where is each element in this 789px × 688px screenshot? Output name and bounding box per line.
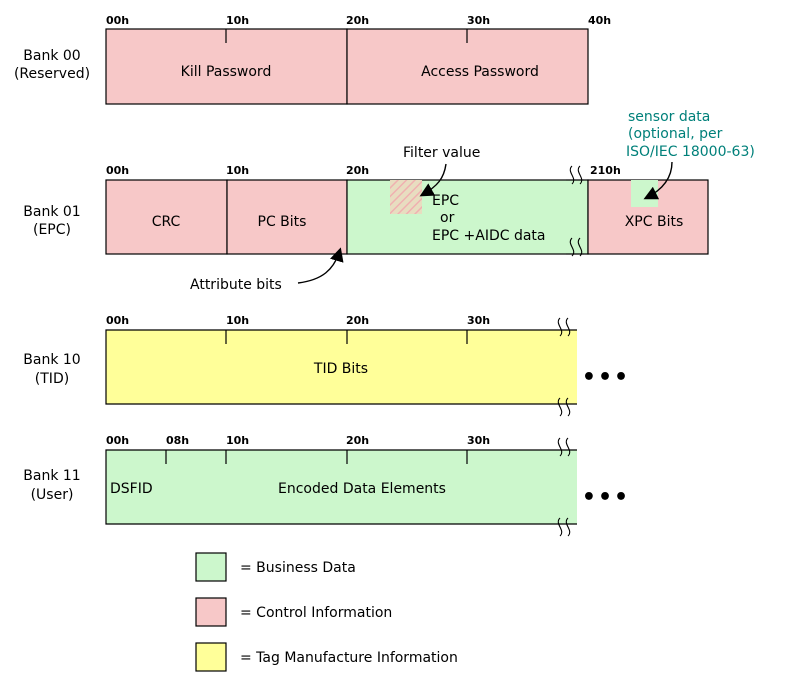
bank-00-tick: 30h [467, 14, 490, 27]
xpc-bits-label: XPC Bits [625, 214, 684, 230]
attribute-bits-arrow [297, 247, 344, 284]
crc-field [105, 179, 228, 255]
bank-01-sub: (EPC) [33, 222, 71, 238]
tid-field-border [105, 329, 577, 405]
legend-control-label: = Control Information [240, 605, 392, 621]
pc-bits-label: PC Bits [258, 214, 307, 230]
break-symbol [557, 517, 571, 537]
bank-01-tick: 10h [226, 164, 249, 177]
bank-11-sub: (User) [31, 487, 74, 503]
bank-01-tick: 00h [106, 164, 129, 177]
legend-swatch-tag [195, 642, 227, 672]
legend-business-label: = Business Data [240, 560, 356, 576]
bank-10-tick: 20h [346, 314, 369, 327]
bank-11-tick: 20h [346, 434, 369, 447]
epc-or-label: or [440, 210, 455, 226]
bank-10-tick: 10h [226, 314, 249, 327]
dsfid-label: DSFID [110, 481, 153, 497]
bank-00-tick: 20h [346, 14, 369, 27]
break-symbol [557, 317, 571, 337]
epc-label: EPC [432, 193, 459, 209]
filter-value-arrow [419, 163, 447, 197]
bank-11-tick: 08h [166, 434, 189, 447]
break-symbol [557, 397, 571, 417]
bank-10-tick: 30h [467, 314, 490, 327]
bank-00: Bank 00 (Reserved) 00h 10h 20h 30h 40h K… [14, 14, 611, 105]
bank-11-tick: 00h [106, 434, 129, 447]
crc-label: CRC [152, 214, 181, 230]
legend: = Business Data = Control Information = … [195, 552, 458, 672]
bank-00-tick: 00h [106, 14, 129, 27]
bank-10: Bank 10 (TID) 00h 10h 20h 30h TID Bits •… [23, 314, 630, 417]
bank-11-name: Bank 11 [23, 468, 80, 484]
sensor-data-annotation: sensor data [628, 109, 710, 125]
tid-bits-label: TID Bits [313, 361, 368, 377]
bank-11: Bank 11 (User) 00h 08h 10h 20h 30h DSFID… [23, 434, 630, 537]
bank-01-tick: 20h [346, 164, 369, 177]
filter-value-area [390, 180, 422, 214]
legend-swatch-control [195, 597, 227, 627]
user-data-field [106, 450, 577, 524]
tid-bits-field [106, 330, 577, 404]
continuation-ellipsis: ••• [582, 485, 630, 510]
sensor-data-annotation: (optional, per [628, 126, 723, 142]
bank-01-name: Bank 01 [23, 204, 80, 220]
user-field-border [105, 449, 577, 525]
bank-11-tick: 30h [467, 434, 490, 447]
filter-value-annotation: Filter value [403, 145, 480, 161]
break-gap-fill [566, 180, 584, 254]
sensor-data-arrow [643, 161, 673, 200]
encoded-data-label: Encoded Data Elements [278, 481, 446, 497]
access-password-label: Access Password [421, 64, 539, 80]
bank-00-name: Bank 00 [23, 48, 80, 64]
sensor-data-annotation: ISO/IEC 18000-63) [626, 144, 755, 160]
bank-00-tick: 40h [588, 14, 611, 27]
epc-aidc-label: EPC +AIDC data [432, 228, 546, 244]
pc-bits-field [226, 179, 348, 255]
break-symbol [569, 237, 583, 257]
bank-00-tick: 10h [226, 14, 249, 27]
bank-10-sub: (TID) [35, 371, 69, 387]
bank-10-tick: 00h [106, 314, 129, 327]
legend-swatch-business [195, 552, 227, 582]
bank-11-tick: 10h [226, 434, 249, 447]
bank-00-sub: (Reserved) [14, 66, 90, 82]
bank-01: Bank 01 (EPC) 00h 10h 20h 210h CRC PC Bi… [23, 109, 755, 293]
break-symbol [569, 165, 583, 185]
attribute-bits-annotation: Attribute bits [190, 277, 282, 293]
bank-01-tick: 210h [590, 164, 621, 177]
continuation-ellipsis: ••• [582, 365, 630, 390]
bank-10-name: Bank 10 [23, 352, 80, 368]
break-symbol [557, 437, 571, 457]
legend-tag-label: = Tag Manufacture Information [240, 650, 458, 666]
kill-password-label: Kill Password [181, 64, 272, 80]
